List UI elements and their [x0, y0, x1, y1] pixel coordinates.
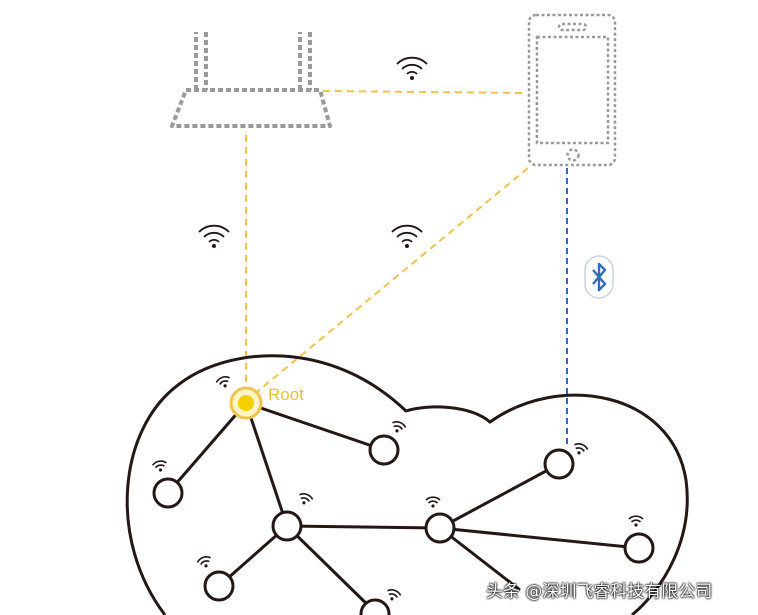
root-label: Root: [268, 385, 304, 404]
mesh-node: [152, 477, 184, 509]
mesh-node: [368, 434, 400, 466]
wifi-icon: [195, 554, 214, 571]
wifi-icon: [425, 496, 441, 509]
wifi-icon: [396, 56, 428, 81]
watermark: 头条 @深圳飞睿科技有限公司: [486, 582, 713, 602]
mesh-node: [203, 570, 235, 602]
wifi-icon: [389, 419, 408, 436]
root-node: [229, 386, 263, 420]
wifi-icon: [151, 459, 169, 474]
wifi-icon: [214, 374, 233, 391]
wifi-icon: [384, 587, 403, 604]
wifi-icon: [198, 224, 230, 249]
mesh-node: [271, 510, 303, 542]
node-wifi-icons: [151, 374, 644, 604]
wifi-links: [245, 90, 529, 397]
phone-root-link: [251, 167, 529, 397]
wifi-icon: [628, 515, 644, 528]
bluetooth-icon: [584, 255, 614, 299]
router-icon: [170, 32, 332, 128]
wifi-icon: [296, 491, 315, 508]
mesh-node: [424, 512, 456, 544]
mesh-node: [543, 448, 575, 480]
mesh-node: [623, 532, 655, 564]
mesh-nodes: [152, 434, 655, 615]
wifi-icon: [571, 441, 590, 458]
mesh-node: [359, 598, 391, 615]
smartphone-icon: [527, 13, 617, 167]
mesh-cloud: [125, 354, 689, 615]
wifi-icon: [391, 224, 423, 249]
router-phone-link: [322, 90, 526, 94]
